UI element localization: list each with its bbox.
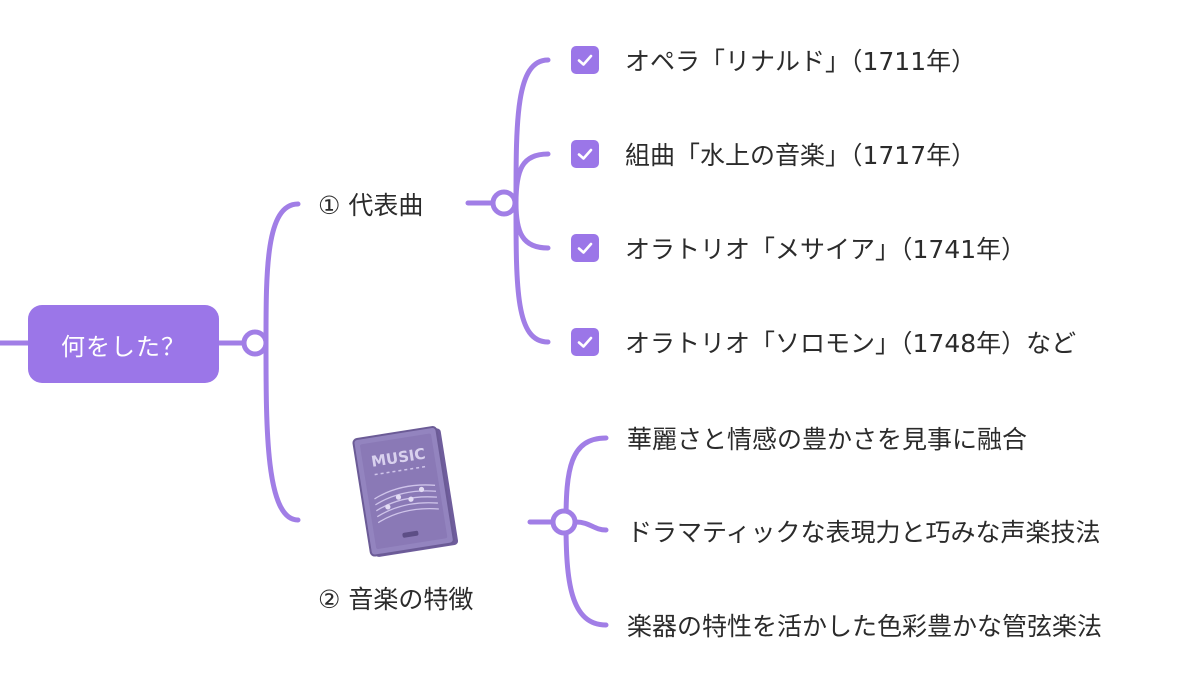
leaf-2-1-connector [563, 435, 609, 525]
branch-label-representative-works[interactable]: ① 代表曲 [318, 191, 424, 220]
checkbox-checked-icon[interactable] [571, 46, 599, 74]
branch-2-connector [263, 340, 301, 523]
leaf-music-characteristic[interactable]: 楽器の特性を活かした色彩豊かな管弦楽法 [627, 607, 1102, 643]
leaf-1-3-connector [513, 200, 551, 251]
leaf-label: オラトリオ「ソロモン」（1748年）など [625, 329, 1077, 358]
leaf-representative-work[interactable]: オペラ「リナルド」（1711年） [571, 42, 976, 78]
branch-1-connector [263, 201, 301, 346]
leaf-music-characteristic[interactable]: ドラマティックな表現力と巧みな声楽技法 [627, 513, 1101, 549]
leaf-1-2-connector [513, 151, 551, 206]
leaf-label: ドラマティックな表現力と巧みな声楽技法 [627, 518, 1101, 547]
leaf-label: 組曲「水上の音楽」（1717年） [625, 141, 977, 170]
leaf-music-characteristic[interactable]: 華麗さと情感の豊かさを見事に融合 [627, 420, 1027, 456]
leaf-label: 楽器の特性を活かした色彩豊かな管弦楽法 [627, 612, 1103, 641]
checkbox-checked-icon[interactable] [571, 328, 599, 356]
leaf-1-4-connector [513, 200, 551, 345]
branch-2-junction-node [550, 508, 578, 536]
leaf-label: 華麗さと情感の豊かさを見事に融合 [627, 425, 1028, 454]
branch-label-music-characteristics[interactable]: ② 音楽の特徴 [318, 585, 474, 614]
checkbox-checked-icon[interactable] [571, 140, 599, 168]
leaf-representative-work[interactable]: オラトリオ「メサイア」（1741年） [571, 230, 1026, 266]
leaf-label: オラトリオ「メサイア」（1741年） [625, 235, 1027, 264]
root-node[interactable]: 何をした？ [28, 305, 219, 383]
checkbox-checked-icon[interactable] [571, 234, 599, 262]
leaf-1-1-connector [513, 57, 551, 206]
root-node-label: 何をした？ [61, 332, 186, 361]
leaf-representative-work[interactable]: 組曲「水上の音楽」（1717年） [571, 136, 976, 172]
leaf-2-2-connector [573, 519, 609, 533]
leaf-label: オペラ「リナルド」（1711年） [625, 47, 977, 76]
music-book-icon: MUSIC [352, 426, 459, 557]
leaf-representative-work[interactable]: オラトリオ「ソロモン」（1748年）など [571, 324, 1076, 360]
root-junction-node [241, 329, 269, 357]
leaf-2-3-connector [563, 519, 609, 628]
branch-1-junction-node [490, 189, 518, 217]
